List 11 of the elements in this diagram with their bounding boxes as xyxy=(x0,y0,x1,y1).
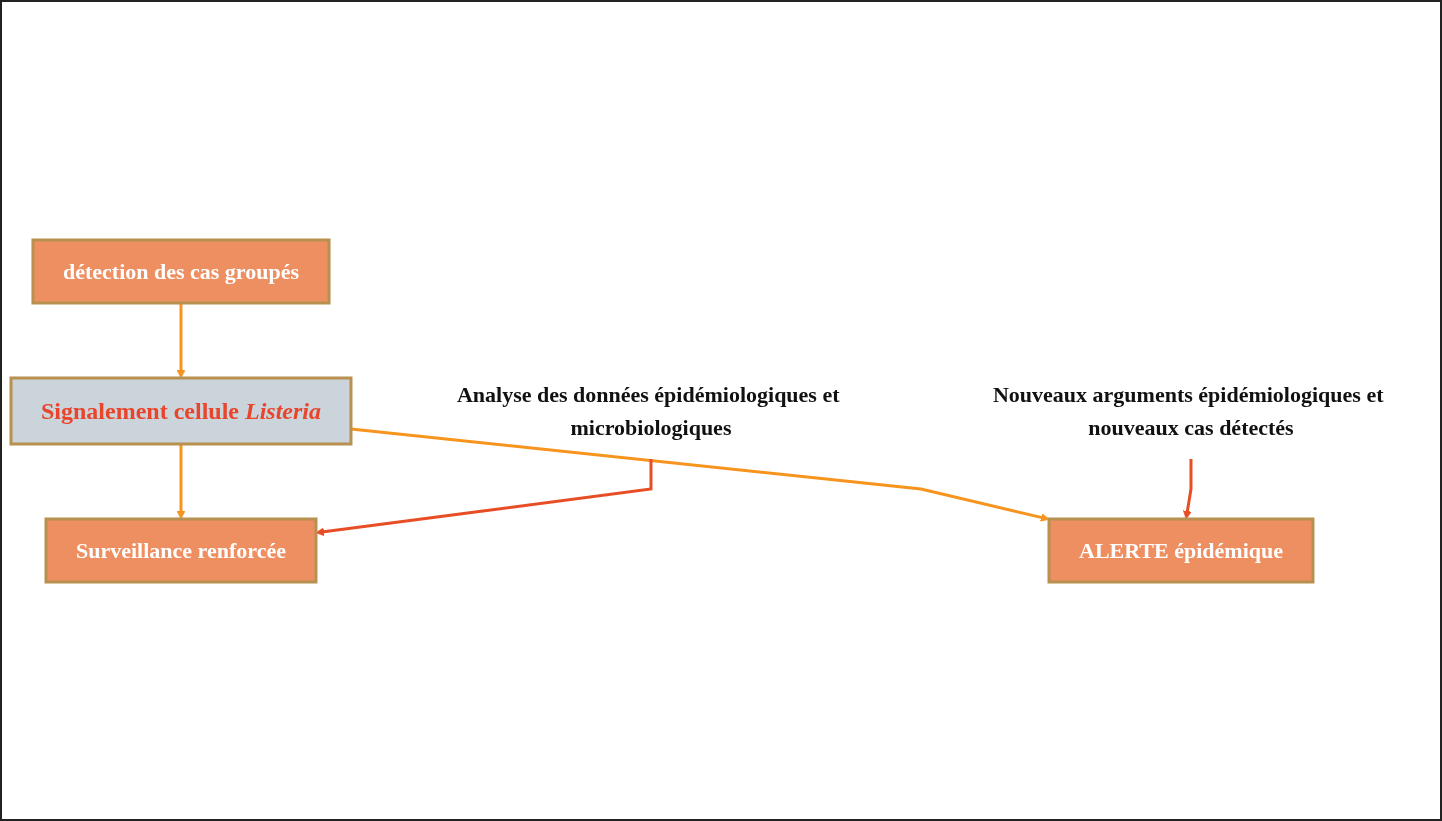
node-box: ALERTE épidémique xyxy=(1047,517,1315,583)
node-text: Analyse des données épidémiologiques et microbiologiques xyxy=(456,381,840,440)
arrow xyxy=(1183,458,1193,519)
arrow xyxy=(315,458,653,536)
arrow xyxy=(350,426,1050,522)
node-box: détection des cas groupés xyxy=(31,238,331,304)
node-text: Nouveaux arguments épidémiologiques et nouveaux cas détectés xyxy=(992,381,1384,440)
node-box: Signalement cellule Listeria xyxy=(9,376,353,445)
node-box: Surveillance renforcée xyxy=(44,517,318,583)
arrow xyxy=(176,443,186,519)
arrow xyxy=(176,302,186,378)
